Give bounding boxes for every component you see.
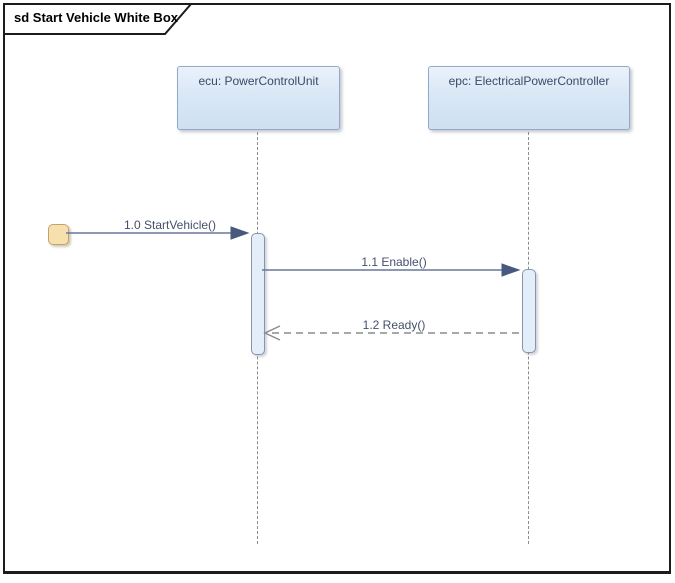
message-label-startvehicle[interactable]: 1.0 StartVehicle(): [123, 218, 217, 232]
diagram-frame: sd Start Vehicle White Box ecu: PowerCon…: [3, 3, 671, 574]
activation-bar-epc[interactable]: [522, 269, 536, 353]
message-start-endpoint[interactable]: [48, 224, 69, 245]
lifeline-head-epc[interactable]: epc: ElectricalPowerController: [428, 66, 630, 130]
lifeline-head-ecu-label: ecu: PowerControlUnit: [198, 74, 319, 88]
activation-bar-ecu[interactable]: [251, 233, 265, 355]
lifeline-head-ecu[interactable]: ecu: PowerControlUnit: [177, 66, 340, 130]
diagram-title-tab: [3, 3, 194, 35]
message-label-enable[interactable]: 1.1 Enable(): [361, 255, 427, 269]
diagram-title: sd Start Vehicle White Box: [14, 10, 178, 25]
lifeline-head-epc-label: epc: ElectricalPowerController: [448, 74, 610, 88]
message-label-ready[interactable]: 1.2 Ready(): [362, 318, 426, 332]
